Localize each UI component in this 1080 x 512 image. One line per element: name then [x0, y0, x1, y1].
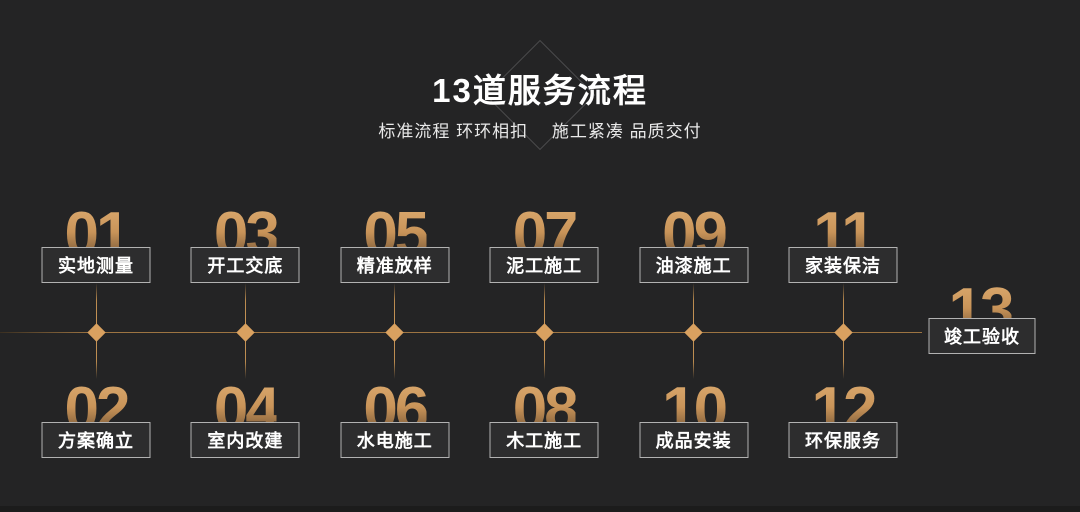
- page-title: 13道服务流程: [432, 72, 648, 109]
- step-label-box-03: 开工交底: [190, 247, 300, 283]
- step-label: 竣工验收: [944, 327, 1020, 347]
- timeline-marker-diamond: [236, 323, 255, 342]
- step-label-box-08: 木工施工: [489, 422, 599, 458]
- timeline-marker-diamond: [833, 323, 853, 342]
- step-label-box-12: 环保服务: [788, 422, 898, 458]
- step-label-box-06: 水电施工: [340, 422, 450, 458]
- step-label-box-07: 泥工施工: [489, 247, 599, 283]
- step-label-box-05: 精准放样: [340, 247, 450, 283]
- timeline-marker-diamond: [385, 323, 404, 342]
- step-label-box-13: 竣工验收: [928, 318, 1036, 354]
- bottom-edge-shade: [0, 506, 1080, 512]
- timeline-marker-diamond: [86, 323, 106, 342]
- step-label-box-09: 油漆施工: [639, 247, 749, 283]
- step-label-box-04: 室内改建: [190, 422, 300, 458]
- step-label-box-11: 家装保洁: [788, 247, 898, 283]
- timeline-marker-diamond: [534, 323, 554, 342]
- step-label-box-01: 实地测量: [41, 247, 151, 283]
- step-label-box-02: 方案确立: [41, 422, 151, 458]
- timeline-marker-diamond: [684, 323, 703, 342]
- timeline-axis: [0, 332, 922, 333]
- page-subtitle: 标准流程 环环相扣 施工紧凑 品质交付: [378, 122, 702, 141]
- step-label-box-10: 成品安装: [639, 422, 749, 458]
